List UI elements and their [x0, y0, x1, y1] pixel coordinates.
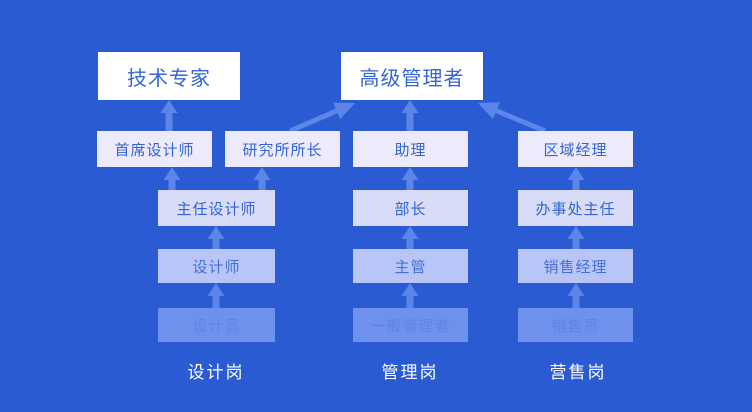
node-senior-manager[interactable]: 高级管理者 [341, 52, 483, 100]
node-sales-manager[interactable]: 销售经理 [518, 249, 633, 283]
node-lead-designer[interactable]: 主任设计师 [158, 190, 275, 226]
node-salesperson[interactable]: 销售员 [518, 308, 633, 342]
node-office-director[interactable]: 办事处主任 [518, 190, 633, 226]
arrow-lead-designer-to-institute-head [253, 167, 271, 190]
node-chief-designer[interactable]: 首席设计师 [97, 131, 212, 167]
column-label-management: 管理岗 [381, 363, 439, 382]
arrow-office-director-to-regional-manager [567, 167, 585, 190]
node-regional-manager[interactable]: 区域经理 [518, 131, 633, 167]
node-assistant[interactable]: 助理 [353, 131, 468, 167]
arrow-salesperson-to-sales-manager [567, 283, 585, 308]
column-label-sales: 营售岗 [549, 363, 607, 382]
arrow-general-manager-to-supervisor [401, 283, 419, 308]
arrow-junior-designer-to-designer [207, 283, 225, 308]
arrow-chief-designer-to-tech-expert [160, 100, 178, 131]
node-department-head[interactable]: 部长 [353, 190, 468, 226]
node-tech-expert[interactable]: 技术专家 [98, 52, 240, 100]
node-general-manager[interactable]: 一般管理者 [353, 308, 468, 342]
node-institute-head[interactable]: 研究所所长 [225, 131, 340, 167]
arrow-institute-head-to-senior-manager [289, 102, 355, 134]
arrow-sales-manager-to-office-director [567, 226, 585, 249]
node-supervisor[interactable]: 主管 [353, 249, 468, 283]
arrow-assistant-to-senior-manager [401, 100, 419, 131]
node-junior-designer[interactable]: 设计员 [158, 308, 275, 342]
node-designer[interactable]: 设计师 [158, 249, 275, 283]
arrow-lead-designer-to-chief-designer [163, 167, 181, 190]
arrow-designer-to-lead-designer [207, 226, 225, 249]
arrow-department-head-to-assistant [401, 167, 419, 190]
arrow-regional-manager-to-senior-manager [478, 102, 546, 134]
arrow-supervisor-to-department-head [401, 226, 419, 249]
column-label-design: 设计岗 [187, 363, 245, 382]
